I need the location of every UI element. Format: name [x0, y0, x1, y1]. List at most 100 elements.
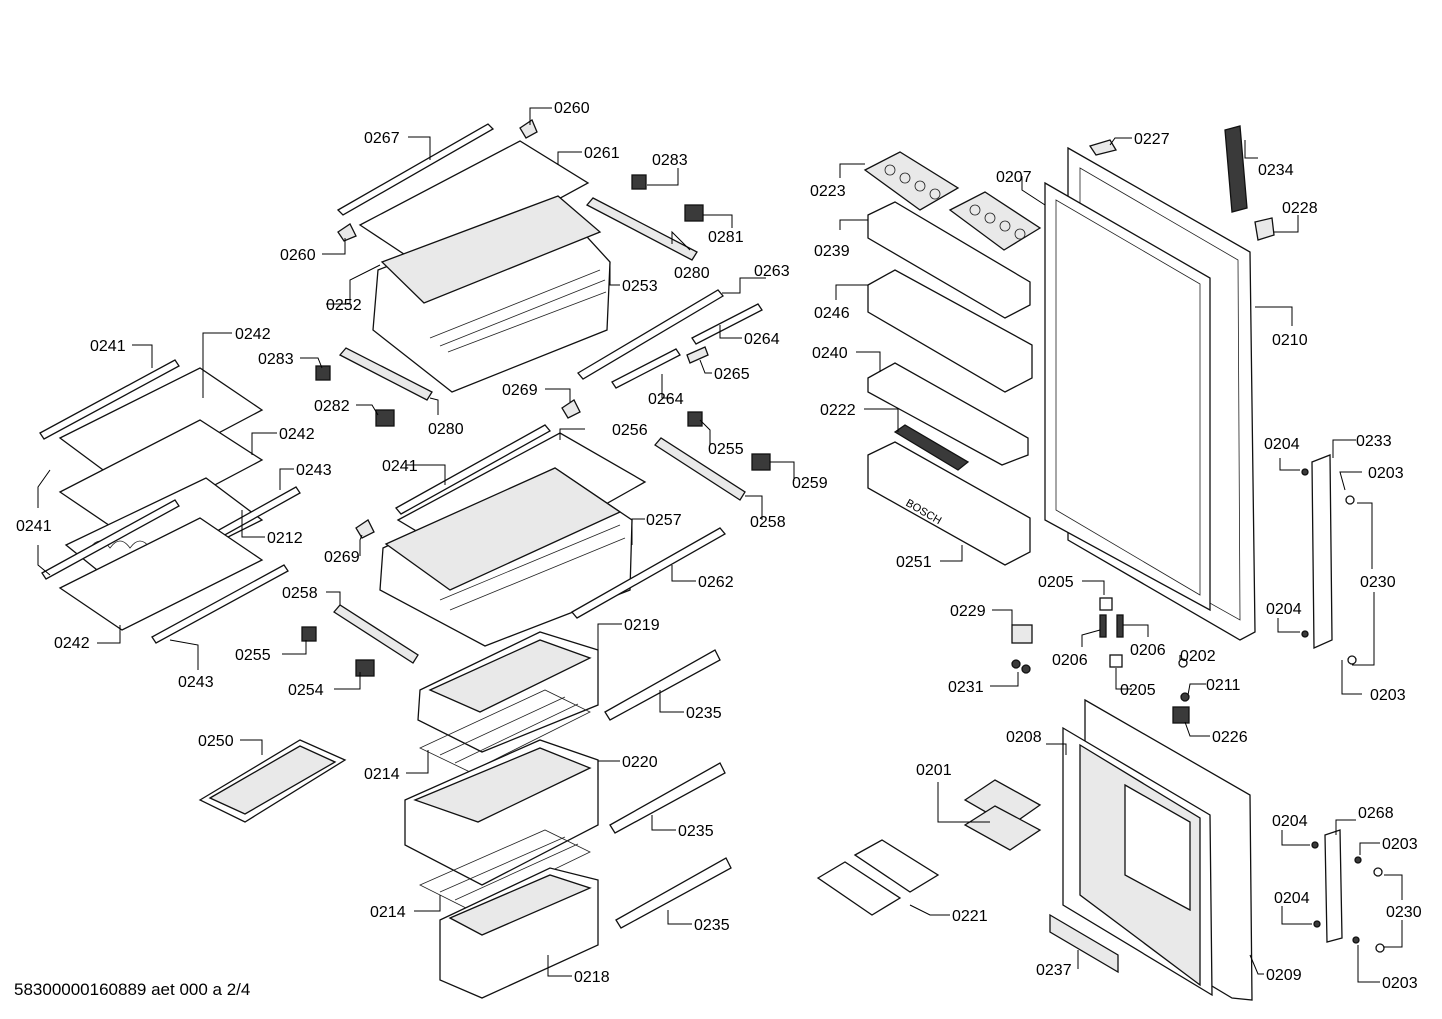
label-0251: 0251	[896, 554, 932, 571]
bin-0246	[867, 269, 1033, 393]
glass-shelf-0242-mid	[58, 419, 264, 535]
drawer-0257	[379, 467, 633, 647]
rail-0235-top	[604, 649, 721, 721]
bracket-0283-top	[631, 174, 647, 190]
cover-0227	[1088, 139, 1118, 156]
bracket-0282	[375, 409, 395, 427]
bracket-0255-left	[301, 626, 317, 642]
label-0256: 0256	[612, 422, 648, 439]
bracket-0283-left	[315, 365, 331, 381]
label-0260: 0260	[554, 100, 590, 117]
label-0246: 0246	[814, 305, 850, 322]
label-0268: 0268	[1358, 805, 1394, 822]
label-0242: 0242	[235, 326, 271, 343]
frame-0258-right	[654, 437, 746, 501]
label-0218: 0218	[574, 969, 610, 986]
label-0206-right: 0206	[1130, 642, 1166, 659]
document-reference: 58300000160889 aet 000 a 2/4	[14, 980, 251, 999]
screw-0211	[1180, 692, 1190, 702]
label-0235-low: 0235	[694, 917, 730, 934]
glass-shelf-0242-top	[58, 367, 264, 485]
label-0239: 0239	[814, 243, 850, 260]
clip-0260-left	[337, 223, 357, 242]
bracket-0254	[355, 659, 375, 677]
drawer-0220	[404, 739, 599, 886]
label-0283-left: 0283	[258, 351, 294, 368]
pin-0206a	[1099, 614, 1107, 638]
label-0250: 0250	[198, 733, 234, 750]
label-0208: 0208	[1006, 729, 1042, 746]
panel-0234	[1224, 125, 1248, 213]
screw-0203c	[1354, 856, 1362, 864]
label-0261: 0261	[584, 145, 620, 162]
bin-0239	[867, 201, 1031, 319]
part-labels: 0260 0267 0261 0283 0281 0260 0280 0252 …	[16, 100, 1422, 992]
part-0265	[686, 346, 709, 364]
label-0262: 0262	[698, 574, 734, 591]
label-0210: 0210	[1272, 332, 1308, 349]
part-drawings: BOSCH	[39, 119, 1385, 1001]
label-0231: 0231	[948, 679, 984, 696]
label-0234: 0234	[1258, 162, 1294, 179]
label-0260-left: 0260	[280, 247, 316, 264]
label-0252: 0252	[326, 297, 362, 314]
block-0226	[1172, 706, 1190, 724]
label-0242-low: 0242	[54, 635, 90, 652]
cap-0203b	[1347, 655, 1357, 665]
label-0204: 0204	[1264, 436, 1300, 453]
pin-0206b	[1116, 614, 1124, 638]
label-0223: 0223	[810, 183, 846, 200]
label-0228: 0228	[1282, 200, 1318, 217]
bracket-0281	[684, 204, 704, 222]
label-0214-low: 0214	[370, 904, 406, 921]
label-0241: 0241	[90, 338, 126, 355]
handle-0268	[1324, 829, 1343, 943]
frame-0258-left	[333, 604, 419, 664]
glass-shelf-0242-low	[58, 517, 264, 631]
label-0264: 0264	[744, 331, 780, 348]
label-0211: 0211	[1206, 677, 1241, 694]
label-0203-low: 0203	[1382, 836, 1418, 853]
rail-0267	[336, 123, 495, 216]
rail-0241-center	[394, 424, 552, 515]
grid-0214-top	[419, 689, 591, 773]
label-0243-low: 0243	[178, 674, 214, 691]
label-0205-low: 0205	[1120, 682, 1156, 699]
rail-0264-low	[611, 348, 681, 389]
label-0257: 0257	[646, 512, 682, 529]
rail-0241-low	[41, 499, 180, 580]
label-0243: 0243	[296, 462, 332, 479]
gasket-0207	[1044, 181, 1211, 612]
label-0283: 0283	[652, 152, 688, 169]
label-0229: 0229	[950, 603, 986, 620]
label-0203-mid: 0203	[1370, 687, 1406, 704]
gasket-0208	[1062, 726, 1213, 997]
bushing-0205a	[1099, 597, 1113, 611]
panel-0237	[1049, 913, 1119, 974]
screw-0204b	[1301, 630, 1309, 638]
bracket-0259	[751, 453, 771, 471]
egg-tray-0223	[863, 151, 960, 211]
label-0204-low: 0204	[1272, 813, 1308, 830]
grid-0214-low	[419, 829, 591, 911]
ice-pack-0201	[963, 779, 1042, 851]
label-0282: 0282	[314, 398, 350, 415]
part-0222	[893, 424, 970, 471]
label-0205: 0205	[1038, 574, 1074, 591]
frame-0280-left	[338, 347, 433, 401]
label-0220: 0220	[622, 754, 658, 771]
label-0265: 0265	[714, 366, 750, 383]
label-0255: 0255	[708, 441, 744, 458]
bushing-0205b	[1109, 654, 1123, 668]
clip-0269-low	[355, 519, 375, 539]
label-0219: 0219	[624, 617, 660, 634]
label-0235: 0235	[686, 705, 722, 722]
label-0233: 0233	[1356, 433, 1392, 450]
label-0206: 0206	[1052, 652, 1088, 669]
label-0227: 0227	[1134, 131, 1170, 148]
cap-0203c-ring	[1373, 867, 1383, 877]
leader-lines	[37, 107, 1403, 983]
ice-tray-0221	[816, 839, 940, 916]
drawer-0219	[417, 631, 599, 753]
